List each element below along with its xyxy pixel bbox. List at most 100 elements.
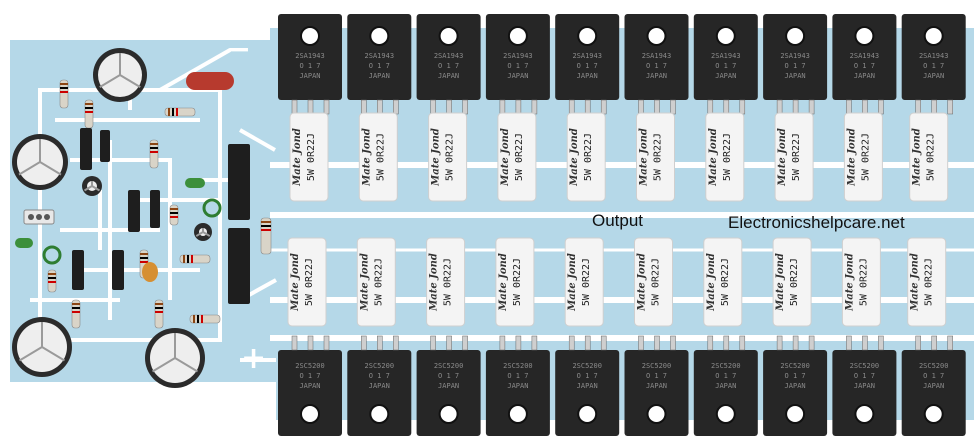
transistor-marking: O 1 7 (715, 62, 736, 70)
transistor-marking: JAPAN (438, 382, 459, 390)
resistor-rating: 5W 0R22J (858, 258, 869, 306)
transistor-marking: 2SA1943 (365, 52, 395, 60)
transistor-marking: 2SA1943 (711, 52, 741, 60)
resistor-icon (179, 254, 211, 264)
transistor-marking: 2SA1943 (572, 52, 602, 60)
transistor-marking: JAPAN (785, 382, 806, 390)
film-capacitor-icon (186, 72, 234, 90)
transistor-marking: JAPAN (299, 382, 320, 390)
transistor-marking: O 1 7 (507, 62, 528, 70)
transistor-marking: JAPAN (299, 72, 320, 80)
resistor-icon (189, 314, 221, 324)
transistor-marking: 2SC5200 (572, 362, 602, 370)
electrolytic-capacitor-icon (194, 223, 212, 241)
transistor-marking: 2SC5200 (642, 362, 672, 370)
power-transistor-icon: 2SC5200 O 1 7 JAPAN (555, 335, 620, 436)
transistor-marking: O 1 7 (299, 372, 320, 380)
electrolytic-capacitor-icon (93, 48, 147, 102)
resistor-brand: Mate Jond (708, 128, 719, 187)
resistor-rating: 5W 0R22J (445, 133, 456, 181)
transistor-marking: 2SA1943 (642, 52, 672, 60)
transistor-marking: JAPAN (854, 382, 875, 390)
electrolytic-capacitor-icon (12, 134, 68, 190)
transistor-marking: JAPAN (715, 382, 736, 390)
transistor-marking: O 1 7 (577, 62, 598, 70)
resistor-brand: Mate Jond (706, 253, 717, 312)
transistor-marking: 2SA1943 (295, 52, 325, 60)
transistor-icon (150, 190, 160, 228)
resistor-icon (164, 107, 196, 117)
transistor-marking: O 1 7 (438, 372, 459, 380)
resistor-icon (84, 99, 94, 129)
resistor-brand: Mate Jond (429, 253, 440, 312)
transistor-marking: JAPAN (854, 72, 875, 80)
transistor-marking: 2SA1943 (434, 52, 464, 60)
resistor-rating: 5W 0R22J (306, 133, 317, 181)
resistor-rating: 5W 0R22J (789, 258, 800, 306)
green-capacitor-icon (15, 238, 33, 248)
driver-transistor-icon (228, 144, 250, 220)
minus-terminal-label: − (226, 32, 252, 67)
resistor-brand: Mate Jond (361, 128, 372, 187)
transistor-marking: O 1 7 (438, 62, 459, 70)
resistor-icon (169, 204, 179, 226)
resistor-rating: 5W 0R22J (373, 258, 384, 306)
driver-section (12, 48, 272, 388)
bottom-transistor-row: 2SC5200 O 1 7 JAPAN 2SC5200 O 1 7 JAPAN 2SC520… (278, 335, 966, 436)
transistor-marking: 2SC5200 (919, 362, 949, 370)
resistor-brand: Mate Jond (844, 253, 855, 312)
transistor-marking: JAPAN (646, 382, 667, 390)
transistor-icon (80, 128, 92, 170)
output-label: Output (592, 211, 644, 230)
resistor-rating: 5W 0R22J (860, 133, 871, 181)
electrolytic-capacitor-icon (12, 317, 72, 377)
transistor-marking: 2SA1943 (780, 52, 810, 60)
transistor-icon (128, 190, 140, 232)
transistor-marking: O 1 7 (299, 62, 320, 70)
transistor-marking: JAPAN (715, 72, 736, 80)
resistor-brand: Mate Jond (500, 128, 511, 187)
transistor-marking: O 1 7 (923, 62, 944, 70)
diode-icon (100, 130, 110, 162)
transistor-marking: O 1 7 (507, 372, 528, 380)
transistor-marking: 2SC5200 (850, 362, 880, 370)
transistor-marking: 2SC5200 (365, 362, 395, 370)
transistor-marking: O 1 7 (646, 372, 667, 380)
transistor-marking: 2SC5200 (503, 362, 533, 370)
transistor-marking: JAPAN (577, 382, 598, 390)
resistor-brand: Mate Jond (912, 128, 923, 187)
resistor-brand: Mate Jond (775, 253, 786, 312)
transistor-marking: JAPAN (507, 72, 528, 80)
transistor-marking: JAPAN (369, 72, 390, 80)
transistor-marking: 2SC5200 (295, 362, 325, 370)
resistor-brand: Mate Jond (431, 128, 442, 187)
resistor-rating: 5W 0R22J (720, 258, 731, 306)
inductor-coil-icon (42, 245, 62, 265)
transistor-marking: JAPAN (923, 382, 944, 390)
resistor-icon (71, 299, 81, 329)
transistor-marking: O 1 7 (646, 62, 667, 70)
transistor-marking: O 1 7 (577, 372, 598, 380)
resistor-icon (260, 217, 272, 255)
transistor-marking: JAPAN (785, 72, 806, 80)
